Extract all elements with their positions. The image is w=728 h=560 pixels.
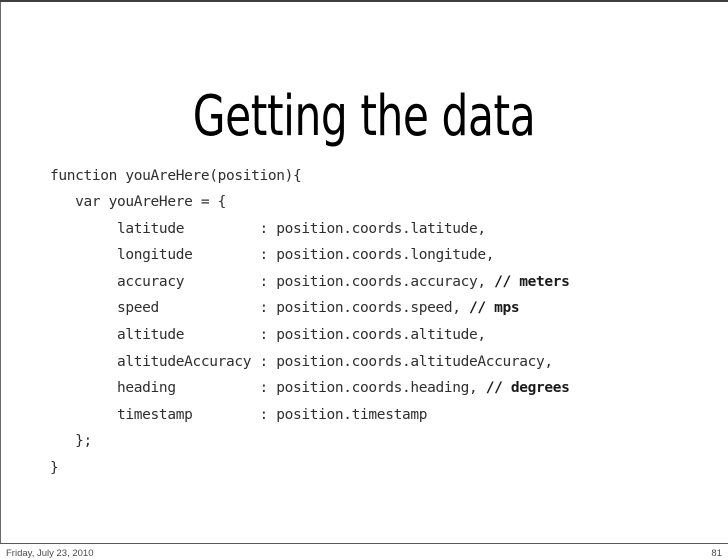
code-line-text: heading : position.coords.heading, <box>50 380 486 397</box>
code-line: }; <box>50 428 570 455</box>
code-comment: // degrees <box>485 380 570 397</box>
code-line: var youAreHere = { <box>50 189 570 216</box>
code-line-text: function youAreHere(position){ <box>50 167 302 184</box>
code-line-text: } <box>50 460 59 477</box>
code-line: function youAreHere(position){ <box>50 163 570 190</box>
code-line-text: accuracy : position.coords.accuracy, <box>50 273 495 290</box>
code-line: altitudeAccuracy : position.coords.altit… <box>50 349 570 376</box>
footer-date: Friday, July 23, 2010 <box>6 548 94 559</box>
code-line-text: var youAreHere = { <box>50 194 226 211</box>
code-comment: // mps <box>469 300 520 317</box>
left-edge-rule <box>0 2 1 543</box>
code-line: speed : position.coords.speed, // mps <box>50 295 570 322</box>
code-line: altitude : position.coords.altitude, <box>50 322 570 349</box>
code-line: longitude : position.coords.longitude, <box>50 242 570 269</box>
code-line: heading : position.coords.heading, // de… <box>50 375 570 402</box>
code-line-text: longitude : position.coords.longitude, <box>50 247 495 264</box>
code-line-text: altitudeAccuracy : position.coords.altit… <box>50 353 553 370</box>
code-line-text: latitude : position.coords.latitude, <box>50 220 486 237</box>
page-title: Getting the data <box>192 83 536 149</box>
code-line: } <box>50 455 570 482</box>
footer-divider <box>0 543 728 544</box>
slide-footer: Friday, July 23, 2010 81 <box>0 545 728 560</box>
code-line-text: speed : position.coords.speed, <box>50 300 469 317</box>
code-block: function youAreHere(position){ var youAr… <box>50 163 570 482</box>
code-line-text: timestamp : position.timestamp <box>50 406 428 423</box>
code-line: timestamp : position.timestamp <box>50 402 570 429</box>
code-line-text: }; <box>50 433 92 450</box>
footer-page-number: 81 <box>711 548 722 559</box>
code-line-text: altitude : position.coords.altitude, <box>50 327 486 344</box>
code-line: accuracy : position.coords.accuracy, // … <box>50 269 570 296</box>
code-line: latitude : position.coords.latitude, <box>50 216 570 243</box>
code-comment: // meters <box>494 273 570 290</box>
